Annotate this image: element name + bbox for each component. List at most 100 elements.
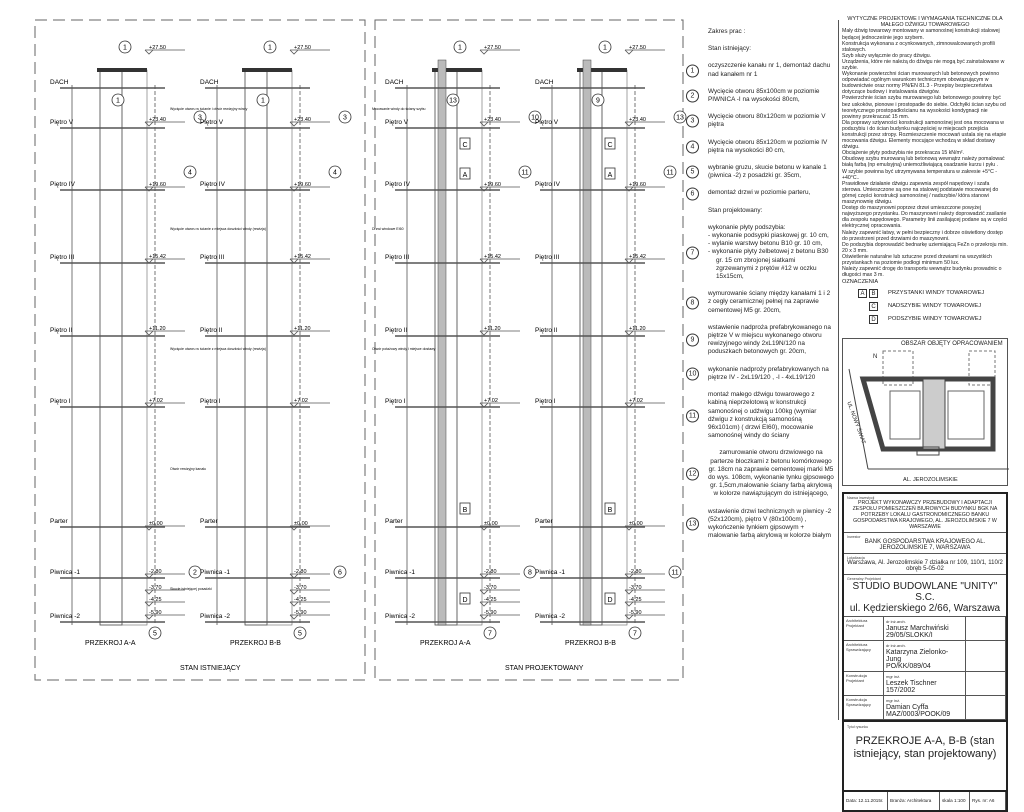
floor-label: Parter [535, 518, 554, 525]
item-number-circle: 3 [686, 114, 699, 128]
elevation-marker [144, 121, 154, 127]
elevation-value: +7.02 [484, 398, 498, 404]
elevation-marker [289, 402, 299, 408]
elevation-value: +27.50 [294, 45, 311, 51]
floor-label: Piętro IV [50, 181, 76, 188]
stop-label-box [604, 167, 616, 180]
legend-codes: C [842, 301, 880, 312]
marker-number: 5 [153, 631, 157, 638]
annotation-note: Wycięcie otworu w ścianie i otwór rewizy… [170, 107, 248, 111]
elevation-marker [624, 49, 634, 55]
elevation-value: +7.02 [629, 398, 643, 404]
guideline-paragraph: Powierzchnie ścian szybu murowanego lub … [842, 95, 1006, 120]
item-text: montaż małego dźwigu towarowego z kabiną… [708, 391, 817, 440]
elevation-marker [624, 573, 634, 579]
elevation-value: -4.25 [294, 597, 307, 603]
guideline-paragraph: Dostęp do maszynowni poprzez drzwi umies… [842, 205, 1008, 230]
item-text: zamurowanie otworu drzwiowego na parterz… [708, 449, 834, 498]
marker-number: 3 [343, 115, 347, 122]
marker-number: 11 [671, 570, 678, 577]
item-number-circle: 2 [686, 89, 699, 103]
guideline-paragraph: Konstrukcja wykonana z ocynkowanych, zim… [842, 40, 995, 53]
elevation-value: +15.42 [294, 254, 311, 260]
item-text: wymurowanie ściany między kanałami 1 i 2… [708, 290, 831, 314]
marker-number: 8 [528, 570, 532, 577]
scope-item-7: 7 wykonanie płyty podszybia: wykonanie p… [686, 224, 834, 281]
guideline-paragraph: Obudowę szybu murowaną lub betonową wewn… [842, 156, 1005, 169]
floor-label: Piętro III [535, 254, 559, 261]
person-role: Architektura Sprawdzający [844, 641, 884, 672]
stop-label: C [607, 142, 612, 149]
elevation-marker [144, 614, 154, 620]
stop-label-box [459, 592, 471, 605]
annotation-note: Otwór rewizyjny kanału [170, 467, 206, 471]
marker-circle [523, 565, 537, 579]
floor-label: Piętro III [200, 254, 224, 261]
legend-code-box: C [869, 301, 878, 311]
legend-text: PODSZYBIE WINDY TOWAROWEJ [888, 316, 982, 323]
elevation-marker [144, 186, 154, 192]
frame-projected [374, 19, 684, 681]
marker-circle [591, 93, 605, 107]
street-label: AL. JEROZOLIMSKIE [903, 477, 958, 483]
marker-circle [183, 165, 197, 179]
marker-number: 5 [298, 631, 302, 638]
elevation-value: +27.50 [484, 45, 501, 51]
item-text: Wycięcie otworu 85x100cm w poziomie PIWN… [708, 87, 820, 104]
elevation-value: -4.25 [149, 597, 162, 603]
item-text: Wycięcie otworu 85x120cm w poziomie IV p… [708, 138, 828, 154]
elevation-value: -2.80 [294, 569, 307, 575]
north-arrow: N [873, 354, 878, 360]
floor-label: Piętro V [385, 119, 409, 126]
marker-number: 7 [488, 631, 492, 638]
marker-number: 1 [116, 98, 120, 105]
marker-number: 4 [333, 170, 337, 177]
elevation-marker [479, 589, 489, 595]
elevation-value: -2.80 [149, 569, 162, 575]
marker-circle [338, 110, 352, 124]
elevation-value: +23.40 [484, 117, 501, 123]
elevation-value: ±0.00 [629, 521, 643, 527]
marker-circle [111, 93, 125, 107]
stop-label-box [604, 502, 616, 515]
elevation-marker [479, 330, 489, 336]
frame-existing [34, 19, 366, 681]
elevation-marker [144, 330, 154, 336]
stop-label-box [604, 137, 616, 150]
marker-number: 1 [603, 45, 607, 52]
elevation-value: +19.60 [484, 182, 501, 188]
elevation-value: +7.02 [294, 398, 308, 404]
scope-heading: Zakres prac : [708, 28, 746, 35]
elevation-marker [479, 402, 489, 408]
existing-heading: Stan istniejący: [708, 45, 751, 53]
elevation-value: -3.70 [294, 585, 307, 591]
annotation-note: Otwór potażowy windy i miejsce dostawy [372, 347, 436, 351]
elevation-marker [289, 614, 299, 620]
annotation-note: Mocowanie windy do ściany szybu [372, 107, 426, 111]
elevation-value: +27.50 [149, 45, 166, 51]
floor-label: DACH [535, 79, 554, 86]
bullet-item: wykonanie podsypki piaskowej gr. 10 cm, [712, 232, 834, 240]
guideline-paragraph: Do podszybia doprowadzić bednarkę uziemi… [842, 241, 1008, 254]
divider [838, 20, 839, 720]
person-role: Architektura Projektant [844, 617, 884, 641]
elevation-marker [479, 121, 489, 127]
elevation-marker [289, 258, 299, 264]
elevation-marker [144, 589, 154, 595]
section-title: PRZEKROJ B-B [565, 640, 616, 647]
section-title: PRZEKROJ A-A [85, 640, 136, 647]
item-text: Wycięcie otworu 80x120cm w poziomie V pi… [708, 113, 826, 129]
item-number-circle: 4 [686, 140, 699, 154]
elevation-value: +19.60 [629, 182, 646, 188]
projected-heading: Stan projektowany: [708, 206, 763, 214]
